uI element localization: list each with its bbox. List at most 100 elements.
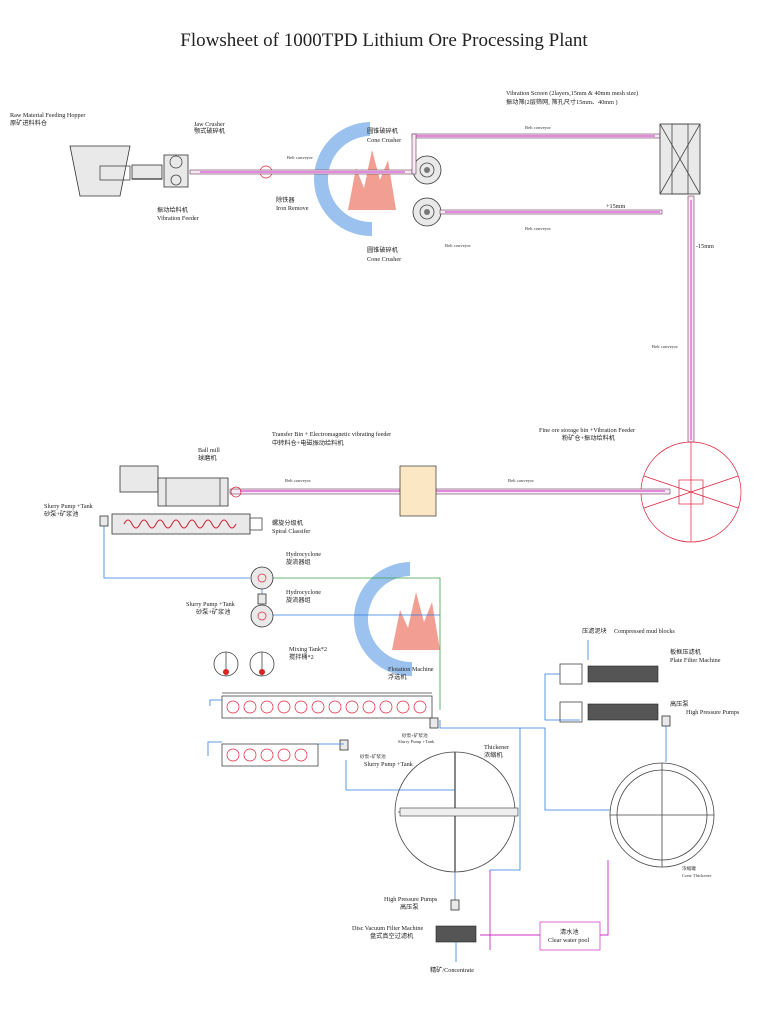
belt-conveyor-return xyxy=(439,209,663,215)
hydrocyclone-2 xyxy=(250,604,274,628)
label-cone-thick-cn: 浓缩罐 xyxy=(682,865,696,872)
label-hydro2-cn: 旋流器组 xyxy=(286,596,311,604)
vibration-feeder xyxy=(131,164,163,180)
belt-conveyor-to-screen xyxy=(411,133,661,175)
belt-conveyor-vertical xyxy=(687,195,695,443)
label-thickener-cn: 浓缩机 xyxy=(484,751,503,759)
label-slurry4-en: Slurry Pump +Tank xyxy=(364,761,414,768)
label-jaw-en: Jaw Crusher xyxy=(194,121,225,128)
label-cone1-cn: 圆锥破碎机 xyxy=(367,127,399,135)
label-cone2-en: Cone Crusher xyxy=(367,256,401,263)
belt-conveyor-2 xyxy=(229,488,671,495)
label-hopper-en: Raw Material Feeding Hopper xyxy=(10,112,85,119)
label-slurry2-en: Slurry Pump +Tank xyxy=(186,601,236,608)
label-hpp1-cn: 高压泵 xyxy=(670,700,689,708)
label-flotation-en: Flotation Machine xyxy=(388,666,434,673)
label-minus15: -15mm xyxy=(696,243,714,250)
label-slurry3-cn: 砂泵+矿浆池 xyxy=(402,732,428,739)
label-plus15: +15mm xyxy=(606,203,625,210)
label-hydro2-en: Hydrocyclone xyxy=(286,589,321,596)
label-fine-bin-en: Fine ore storage bin +Vibration Feeder xyxy=(539,427,635,434)
label-screen-cn: 振动筛(2层筛网, 筛孔尺寸15mm、40mm ) xyxy=(506,98,618,106)
label-slurry1-en: Slurry Pump +Tank xyxy=(44,503,94,510)
label-belt-4: Belt conveyor xyxy=(445,243,471,248)
vibration-screen xyxy=(659,123,701,195)
label-slurry1-cn: 砂泵+矿浆池 xyxy=(44,510,78,518)
cone-crusher-2 xyxy=(412,197,442,227)
label-ballmill-en: Ball mill xyxy=(198,447,220,454)
label-mud-en: Compressed mud blocks xyxy=(614,628,675,635)
label-screen-en: Vibration Screen (2layers,15mm & 40mm me… xyxy=(506,90,638,97)
label-concentrate: 精矿/Concentrate xyxy=(430,966,474,974)
label-plate-en: Plate Filter Machine xyxy=(670,657,721,664)
label-hydro1-en: Hydrocyclone xyxy=(286,551,321,558)
cone-thickener xyxy=(609,762,715,868)
label-spiral-en: Spiral Classifer xyxy=(272,528,310,535)
label-iron-en: Iron Remove xyxy=(276,205,309,212)
slurry-pump-4 xyxy=(339,739,349,751)
feeding-hopper xyxy=(69,145,131,197)
label-pool-en: Clear water pool xyxy=(548,937,590,944)
label-mixing-en: Mixing Tank*2 xyxy=(289,646,327,653)
filter-flow-lines xyxy=(454,640,667,950)
belt-conveyor-1 xyxy=(189,169,413,175)
ball-mill xyxy=(119,465,242,507)
transfer-bin xyxy=(399,465,437,517)
label-flotation-cn: 浮选机 xyxy=(388,673,407,681)
grinding-flow-lines xyxy=(103,526,441,710)
clear-water-pool xyxy=(539,921,601,951)
mixing-tank-1 xyxy=(213,651,239,677)
label-pool-cn: 清水池 xyxy=(560,928,579,936)
label-hpp2-cn: 高压泵 xyxy=(400,903,419,911)
label-iron-cn: 除铁器 xyxy=(276,196,295,204)
flotation-machine-cleaner xyxy=(221,743,319,767)
label-belt-6: Belt conveyor xyxy=(285,478,311,483)
label-belt-7: Belt conveyor xyxy=(508,478,534,483)
label-spiral-cn: 螺旋分级机 xyxy=(272,519,304,527)
thickener xyxy=(394,751,519,873)
label-fine-bin-cn: 粉矿仓+振动给料机 xyxy=(562,434,616,442)
label-cone-thick-en: Cone Thickener xyxy=(682,873,712,878)
slurry-pump-1 xyxy=(99,515,109,527)
label-vfeeder-cn: 振动给料机 xyxy=(157,206,189,214)
plate-filter-press-2 xyxy=(559,701,659,723)
slurry-pump-3 xyxy=(429,717,439,729)
slurry-pump-2 xyxy=(257,593,267,605)
flowsheet-title: Flowsheet of 1000TPD Lithium Ore Process… xyxy=(180,30,588,51)
spiral-classifier xyxy=(111,513,263,535)
watermark-logo-mid xyxy=(353,562,440,677)
label-plate-cn: 板框压滤机 xyxy=(670,648,702,656)
jaw-crusher xyxy=(163,154,189,188)
mixing-tank-2 xyxy=(249,651,275,677)
high-pressure-pump-2 xyxy=(450,899,460,911)
label-transfer-cn: 中转料仓+电磁振动给料机 xyxy=(272,439,344,447)
label-ballmill-cn: 球磨机 xyxy=(198,454,217,462)
cone-crusher-1 xyxy=(412,155,442,185)
disc-vacuum-filter xyxy=(435,925,477,962)
label-cone2-cn: 圆锥破碎机 xyxy=(367,246,399,254)
label-mixing-cn: 搅拌桶*2 xyxy=(289,653,314,661)
high-pressure-pump-1 xyxy=(661,715,671,727)
label-slurry2-cn: 砂泵+矿浆池 xyxy=(196,608,230,616)
flotation-machine-rougher xyxy=(221,692,433,719)
label-hpp2-en: High Pressure Pumps xyxy=(384,896,438,903)
label-belt-1: Belt conveyor xyxy=(287,155,313,160)
label-hydro1-cn: 旋流器组 xyxy=(286,558,311,566)
label-mud-cn: 压滤泥块 xyxy=(582,627,607,635)
label-hpp1-en: High Pressure Pumps xyxy=(686,709,740,716)
label-vfeeder-en: Vibration Feeder xyxy=(157,215,199,222)
label-slurry3-en: Slurry Pump +Tank xyxy=(398,739,435,744)
label-belt-5: Belt conveyor xyxy=(652,344,678,349)
label-transfer-en: Transfer Bin + Electromagnetic vibrating… xyxy=(272,431,391,438)
label-belt-3: Belt conveyor xyxy=(525,226,551,231)
plate-filter-press-1 xyxy=(559,663,659,685)
label-hopper-cn: 原矿进料料仓 xyxy=(10,119,47,127)
label-jaw-cn: 颚式破碎机 xyxy=(194,127,226,135)
label-cone1-en: Cone Crusher xyxy=(367,137,401,144)
watermark-logo-top xyxy=(313,122,396,237)
label-slurry4-cn: 砂泵+矿浆池 xyxy=(360,753,386,760)
label-disc-en: Disc Vacuum Filter Machine xyxy=(352,925,423,932)
label-belt-2: Belt conveyor xyxy=(525,125,551,130)
hydrocyclone-1 xyxy=(250,566,274,590)
